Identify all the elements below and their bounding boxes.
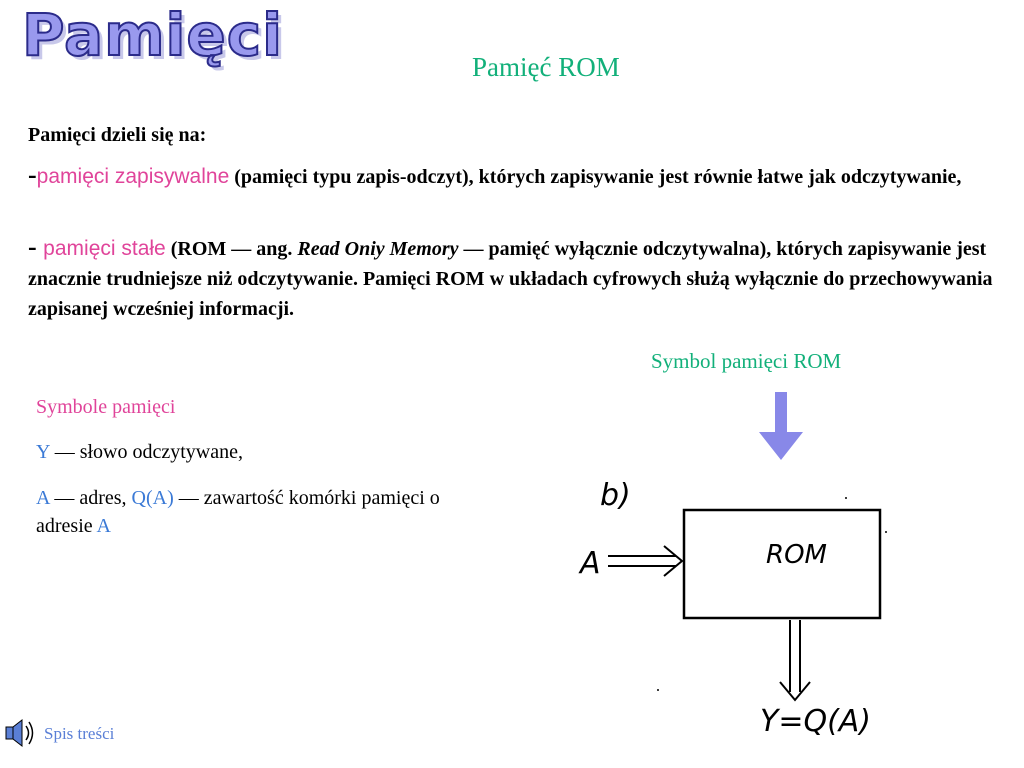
symbols-heading: Symbole pamięci (36, 396, 176, 418)
symbol-a-text2: — zawartość komórki pamięci o adresie (36, 487, 440, 537)
term-writable-memory: pamięci zapisywalne (36, 165, 230, 188)
section-logo-title: Pamięci (21, 1, 284, 69)
term-rom-memory: pamięci stałe (43, 237, 166, 260)
list-item-writable-memory: -pamięci zapisywalne (pamięci typu zapis… (28, 160, 1024, 192)
list-item-rom-memory: - pamięci stałe (ROM — ang. Read Oniy Me… (28, 232, 1024, 324)
symbol-a-text1: — adres, (49, 487, 132, 509)
rom-description-part1: (ROM — ang. (165, 238, 298, 260)
output-arrowhead (779, 681, 811, 702)
symbol-a: A (36, 487, 50, 509)
diagram-input-label: A (580, 546, 601, 581)
symbol-y-text: — słowo odczytywane, (49, 441, 243, 463)
diagram-label-b: b) (600, 478, 631, 513)
input-arrowhead (663, 545, 684, 577)
table-of-contents-link[interactable]: Spis treści (44, 724, 115, 743)
diagram-output-label: Y=Q(A) (760, 704, 872, 739)
rom-description-part2: — pamięć wyłącznie odczytywalna), któryc… (28, 238, 993, 320)
slide-title: Pamięć ROM (472, 52, 620, 82)
symbol-y: Y (36, 441, 50, 463)
symbol-a-definition: A — adres, Q(A) — zawartość komórki pami… (36, 484, 476, 540)
list-dash: - (28, 232, 44, 261)
rom-english-name: Read Oniy Memory (297, 238, 459, 260)
list-dash: - (28, 160, 37, 189)
down-arrow-icon (759, 392, 803, 460)
symbol-y-definition: Y — słowo odczytywane, (36, 438, 476, 466)
speaker-icon[interactable] (2, 716, 36, 750)
writable-memory-description: (pamięci typu zapis-odczyt), których zap… (229, 166, 962, 188)
intro-text: Pamięci dzieli się na: (28, 124, 207, 146)
rom-diagram (608, 497, 887, 702)
symbol-qa: Q(A) (131, 487, 174, 509)
symbol-a-second: A (96, 515, 111, 537)
rom-box (682, 508, 882, 620)
diagram-box-label: ROM (766, 540, 827, 570)
rom-symbol-caption: Symbol pamięci ROM (651, 349, 842, 373)
